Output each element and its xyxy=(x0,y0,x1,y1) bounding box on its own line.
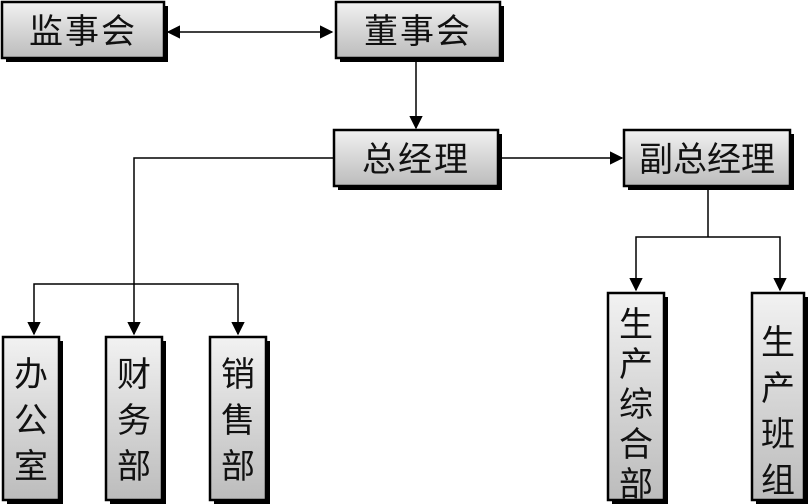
office-label-char: 公 xyxy=(14,401,48,441)
connectors xyxy=(27,25,787,336)
board-of-directors-label: 董事会 xyxy=(364,12,472,52)
production-team-node: 生产班组 xyxy=(750,291,808,504)
sales-dept-node: 销售部 xyxy=(208,335,270,504)
production-general-dept-label-char: 合 xyxy=(619,425,653,465)
sales-dept-label: 销售部 xyxy=(221,355,255,487)
production-general-dept-label-char: 综 xyxy=(619,385,653,425)
sales-dept-label-char: 销 xyxy=(221,355,255,395)
office-label: 办公室 xyxy=(14,355,48,487)
connector-gm-left-trunk xyxy=(127,157,334,336)
production-team-label-char: 生 xyxy=(761,323,795,363)
production-team-label-char: 班 xyxy=(761,415,795,455)
deputy-general-manager-label: 副总经理 xyxy=(639,140,775,180)
production-general-dept-label-char: 部 xyxy=(619,465,653,504)
board-of-directors-node: 董事会 xyxy=(334,0,504,62)
sales-dept-label-char: 部 xyxy=(221,447,255,487)
finance-dept-label: 财务部 xyxy=(117,355,151,487)
general-manager-label: 总经理 xyxy=(362,140,470,180)
production-team-label-char: 产 xyxy=(761,369,795,409)
production-general-dept-label-char: 生 xyxy=(619,305,653,345)
connector-office-sales-bus xyxy=(27,283,245,336)
production-general-dept-label-char: 产 xyxy=(619,345,653,385)
office-label-char: 办 xyxy=(14,355,48,395)
office-node: 办公室 xyxy=(1,335,63,504)
supervisory-board-node: 监事会 xyxy=(0,0,168,62)
finance-dept-label-char: 务 xyxy=(117,401,151,441)
production-general-dept-label: 生产综合部 xyxy=(619,305,653,504)
sales-dept-label-char: 售 xyxy=(221,401,255,441)
connector-production-bus xyxy=(629,236,787,292)
finance-dept-node: 财务部 xyxy=(104,335,166,504)
supervisory-board-label: 监事会 xyxy=(29,12,137,52)
general-manager-node: 总经理 xyxy=(332,128,502,190)
finance-dept-label-char: 部 xyxy=(117,447,151,487)
production-team-label-char: 组 xyxy=(761,461,795,501)
production-general-dept-node: 生产综合部 xyxy=(606,291,668,504)
production-team-label: 生产班组 xyxy=(761,323,795,501)
deputy-general-manager-node: 副总经理 xyxy=(622,128,794,190)
finance-dept-label-char: 财 xyxy=(117,355,151,395)
office-label-char: 室 xyxy=(14,447,48,487)
